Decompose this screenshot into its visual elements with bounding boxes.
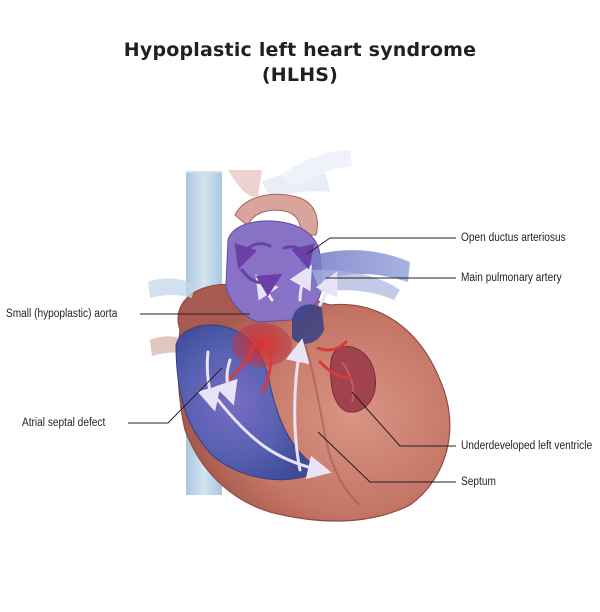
right-heart-chambers <box>175 324 321 481</box>
label-septum: Septum <box>461 476 496 488</box>
leader-underdeveloped-lv <box>351 391 456 447</box>
label-small-hypoplastic-aorta: Small (hypoplastic) aorta <box>6 308 118 320</box>
label-main-pulmonary-artery: Main pulmonary artery <box>461 272 562 284</box>
diagram-title: Hypoplastic left heart syndrome <box>123 39 477 61</box>
oxygenated-vessels <box>226 340 352 394</box>
label-atrial-septal-defect: Atrial septal defect <box>22 417 106 429</box>
leader-lines <box>128 237 456 483</box>
background-vessels <box>228 150 352 200</box>
diagram-subtitle: (HLHS) <box>261 64 339 86</box>
label-underdeveloped-left-ventricle: Underdeveloped left ventricle <box>461 440 593 452</box>
left-atrium <box>232 323 292 367</box>
label-open-ductus-arteriosus: Open ductus arteriosus <box>461 232 566 244</box>
leader-open-ductus <box>306 237 456 255</box>
pulmonary-trunk <box>292 304 324 344</box>
leader-septum <box>317 431 456 483</box>
blood-flow-arrows <box>197 242 338 480</box>
leader-atrial-septal <box>128 367 223 424</box>
